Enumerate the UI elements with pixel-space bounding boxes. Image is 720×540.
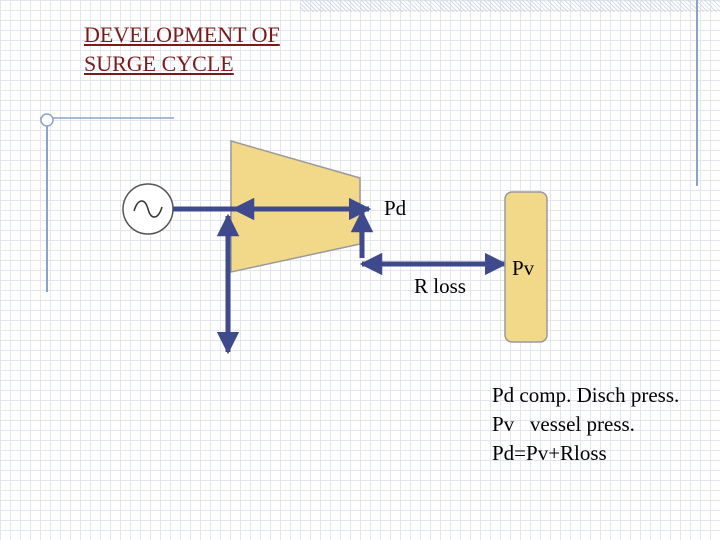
- r-loss-label: R loss: [414, 274, 466, 298]
- title-line-1: DEVELOPMENT OF: [84, 22, 280, 47]
- pd-label: Pd: [384, 196, 407, 220]
- slide-title: DEVELOPMENT OF SURGE CYCLE: [84, 20, 280, 78]
- vessel-shape: [504, 191, 548, 343]
- legend-line-2: Pv vessel press.: [492, 412, 635, 436]
- sine-wave-icon: [133, 200, 163, 218]
- pv-label: Pv: [512, 256, 535, 280]
- header-pattern-band: [300, 0, 720, 12]
- legend-line-3: Pd=Pv+Rloss: [492, 441, 607, 465]
- accent-circle: [40, 113, 54, 127]
- legend-text: Pd comp. Disch press. Pv vessel press. P…: [492, 381, 679, 468]
- legend-line-1: Pd comp. Disch press.: [492, 383, 680, 407]
- title-line-2: SURGE CYCLE: [84, 51, 234, 76]
